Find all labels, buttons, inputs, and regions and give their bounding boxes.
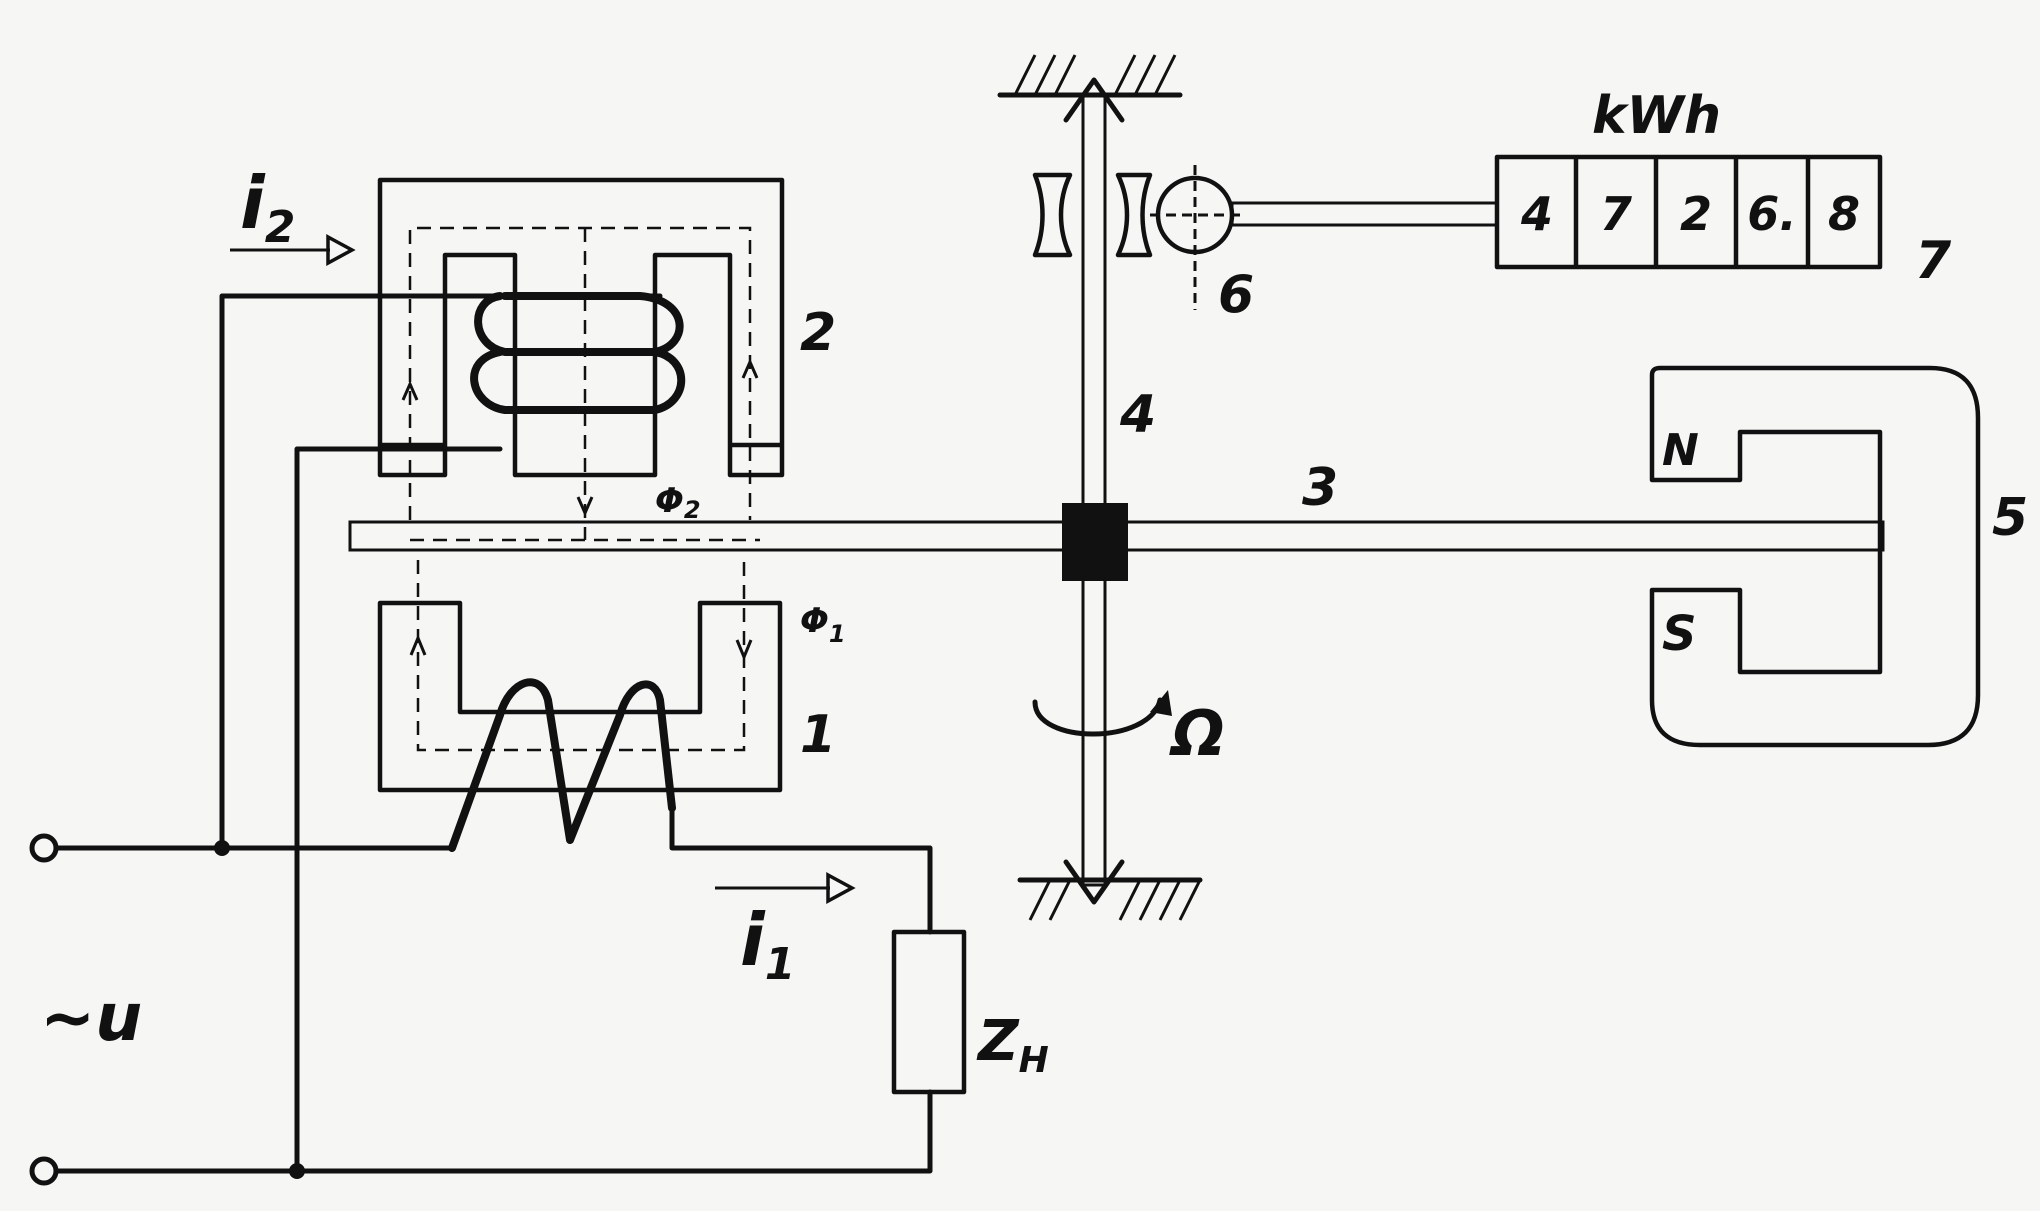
voltage-electromagnet [377, 177, 785, 542]
current-electromagnet [377, 560, 783, 852]
label-i1: i1 [740, 898, 795, 990]
arrow-i1-head [826, 872, 856, 904]
label-i2: i2 [240, 161, 295, 253]
disk-hub [1062, 503, 1128, 581]
arrow-i2-head [326, 234, 356, 266]
label-part-1: 1 [800, 705, 836, 765]
counter-digit-5: 8 [1828, 187, 1860, 241]
worm-wheel [1150, 165, 1499, 310]
terminal-bottom [29, 1156, 59, 1186]
terminal-top [29, 833, 59, 863]
label-part-6: 6 [1218, 265, 1254, 325]
label-load: ZH [976, 1009, 1049, 1081]
label-part-3: 3 [1302, 458, 1338, 518]
rotation-arrow [1032, 697, 1163, 737]
label-part-5: 5 [1992, 488, 2028, 548]
label-unit: kWh [1592, 86, 1721, 146]
bearing-bottom [1017, 877, 1203, 921]
label-pole-s: S [1662, 606, 1697, 662]
label-phi2: Φ2 [655, 481, 701, 524]
label-part-4: 4 [1119, 385, 1156, 445]
label-part-2: 2 [800, 303, 836, 363]
counter-digit-2: 7 [1600, 187, 1632, 241]
counter-digits: 4 7 2 6. 8 [1520, 187, 1860, 241]
label-part-7: 7 [1915, 231, 1952, 291]
disk-shaft [1032, 77, 1172, 905]
label-pole-n: N [1662, 425, 1699, 476]
load-impedance [891, 929, 967, 1095]
label-supply: ~u [40, 979, 142, 1056]
counter-digit-4: 6. [1747, 187, 1796, 241]
counter-digit-3: 2 [1680, 187, 1712, 241]
worm-gear [1032, 172, 1073, 258]
label-phi1: Φ1 [800, 601, 846, 648]
brake-magnet [1649, 365, 1981, 748]
counter-register [1494, 154, 1883, 270]
bearing-top [997, 54, 1183, 98]
counter-digit-1: 4 [1520, 187, 1553, 241]
label-omega: Ω [1169, 697, 1225, 770]
